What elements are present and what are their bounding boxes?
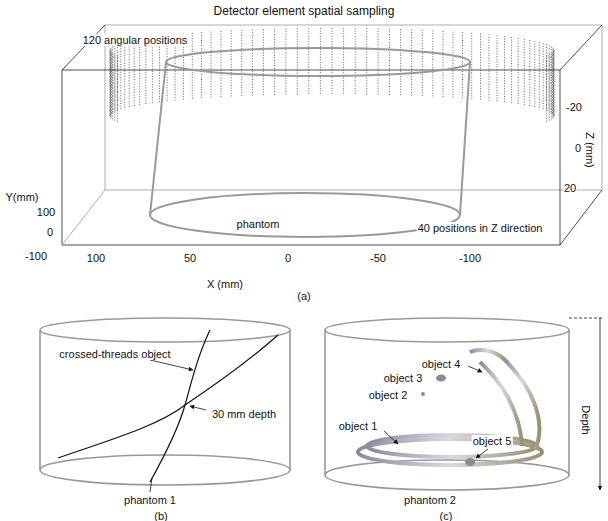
tick-label: 0 xyxy=(574,142,582,154)
object-leaders xyxy=(384,318,602,490)
figure-title: Detector element spatial sampling xyxy=(214,4,395,18)
axis-title: Depth xyxy=(580,404,592,435)
detector-column xyxy=(534,41,535,107)
detector-column xyxy=(411,29,412,95)
detector-column xyxy=(297,28,298,94)
panel-label: (c) xyxy=(439,510,454,521)
detector-column xyxy=(221,31,222,97)
part-label: phantom 2 xyxy=(403,494,457,506)
part-label: object 4 xyxy=(421,358,462,370)
tick-label: 0 xyxy=(284,252,292,264)
detector-column xyxy=(551,47,552,113)
detector-column xyxy=(366,28,367,94)
detector-column xyxy=(553,49,554,115)
phantom-2-cylinder xyxy=(325,318,569,490)
part-label: phantom 1 xyxy=(123,494,177,506)
detector-column xyxy=(201,32,202,98)
detector-column xyxy=(252,29,253,95)
tick-label: 100 xyxy=(86,252,106,264)
detector-column xyxy=(462,32,463,98)
detector-column xyxy=(422,30,423,96)
detector-column xyxy=(129,41,130,107)
detector-column xyxy=(120,43,121,109)
detector-column xyxy=(308,28,309,94)
detector-column xyxy=(378,28,379,94)
detector-column xyxy=(504,36,505,102)
axis-title: Z (mm) xyxy=(584,131,596,168)
detector-column xyxy=(332,28,333,94)
tick-label: -100 xyxy=(458,252,482,264)
detector-column xyxy=(231,30,232,96)
tick-label: -50 xyxy=(369,252,387,264)
leader-lines xyxy=(150,360,206,492)
detector-column xyxy=(355,28,356,94)
detector-column xyxy=(320,28,321,94)
detector-column xyxy=(496,35,497,101)
tick-label: -20 xyxy=(565,101,583,113)
axes-box xyxy=(62,25,602,245)
detector-column xyxy=(480,34,481,100)
crossed-threads xyxy=(58,330,278,482)
detector-column xyxy=(110,49,111,115)
detector-column xyxy=(112,47,113,113)
detector-column xyxy=(432,30,433,96)
tick-label: 100 xyxy=(36,206,56,218)
axis-title: X (mm) xyxy=(206,278,244,290)
panel-label: (b) xyxy=(153,510,168,521)
part-label: object 5 xyxy=(472,435,513,447)
detector-column xyxy=(552,48,553,114)
part-label: object 3 xyxy=(383,372,424,384)
detector-column xyxy=(263,29,264,95)
detector-column xyxy=(518,38,519,104)
detector-column xyxy=(443,31,444,97)
detector-column xyxy=(285,28,286,94)
detector-column xyxy=(553,51,554,117)
part-label: phantom xyxy=(236,218,281,230)
phantom-1-cylinder xyxy=(40,318,290,485)
part-label: object 2 xyxy=(368,389,409,401)
panel-label: (a) xyxy=(296,290,311,302)
detector-column xyxy=(452,32,453,98)
detector-column xyxy=(117,44,118,110)
detector-column xyxy=(159,36,160,102)
helix-object xyxy=(358,350,542,465)
axis-title: Y(mm) xyxy=(5,191,40,203)
detector-column xyxy=(139,39,140,105)
detector-column xyxy=(152,37,153,103)
detector-column xyxy=(529,40,530,106)
detector-column xyxy=(114,45,115,111)
detector-column xyxy=(124,42,125,108)
detector-column xyxy=(488,34,489,100)
point-objects xyxy=(421,375,475,467)
tick-label: 0 xyxy=(46,226,54,238)
detector-column xyxy=(111,48,112,114)
detector-column xyxy=(471,33,472,99)
detector-column xyxy=(549,45,550,111)
detector-column xyxy=(343,28,344,94)
phantom-cylinder xyxy=(150,48,470,237)
part-label: object 1 xyxy=(338,420,379,432)
detector-column xyxy=(400,29,401,95)
annotation: 120 angular positions xyxy=(82,34,189,46)
tick-label: 20 xyxy=(563,182,577,194)
detector-column xyxy=(211,32,212,98)
detector-column xyxy=(241,30,242,96)
detector-column xyxy=(389,29,390,95)
detector-column xyxy=(274,29,275,95)
detector-column xyxy=(539,42,540,108)
detector-column xyxy=(134,40,135,106)
tick-label: -100 xyxy=(24,250,48,262)
detector-column xyxy=(511,37,512,103)
detector-column xyxy=(192,33,193,99)
detector-column xyxy=(546,44,547,110)
detector-column xyxy=(524,39,525,105)
part-label: crossed-threads object xyxy=(58,348,171,360)
annotation: 40 positions in Z direction xyxy=(417,222,544,234)
detector-column xyxy=(145,38,146,104)
tick-label: 50 xyxy=(183,252,197,264)
part-label: 30 mm depth xyxy=(211,408,277,420)
detector-column xyxy=(543,43,544,109)
